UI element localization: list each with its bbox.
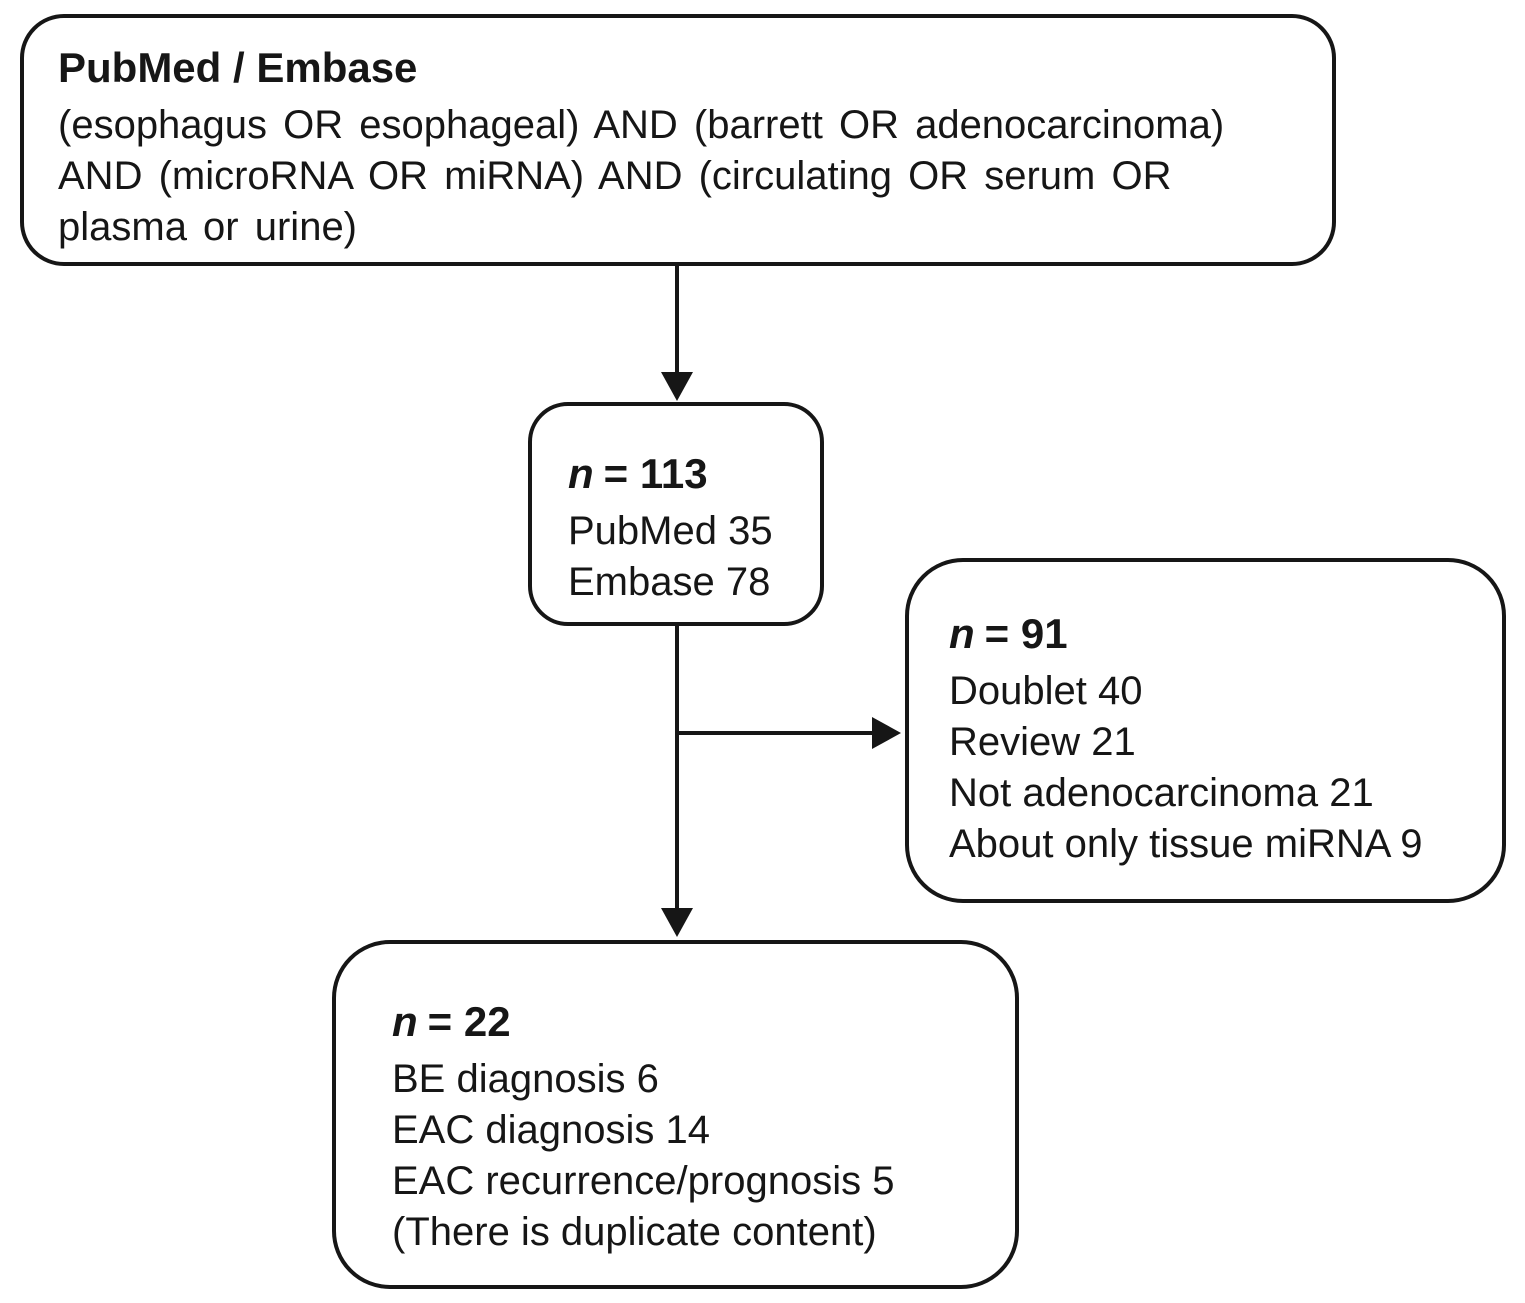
included-line-eac-recurrence: EAC recurrence/prognosis 5	[392, 1159, 895, 1203]
arrowhead-down-identified-icon	[661, 372, 693, 401]
excluded-line-tissue-mirna: About only tissue miRNA 9	[949, 822, 1423, 866]
records-excluded-count: n= 91	[949, 608, 1502, 660]
search-query-line-1: (esophagus OR esophageal) AND (barrett O…	[58, 103, 1225, 147]
excluded-line-doublet: Doublet 40	[949, 669, 1143, 713]
records-included-box: n= 22 BE diagnosis 6 EAC diagnosis 14 EA…	[332, 940, 1019, 1289]
arrowhead-right-excluded-icon	[872, 717, 901, 749]
n-symbol: n	[949, 610, 975, 657]
n-value: = 113	[603, 450, 708, 497]
included-line-be-diagnosis: BE diagnosis 6	[392, 1057, 659, 1101]
n-symbol: n	[568, 450, 594, 497]
connector-source-to-identified-line	[675, 266, 679, 374]
identified-line-pubmed: PubMed 35	[568, 509, 773, 553]
arrowhead-down-included-icon	[661, 908, 693, 937]
connector-branch-to-excluded-line	[679, 731, 874, 735]
search-source-box: PubMed / Embase (esophagus OR esophageal…	[20, 14, 1336, 266]
n-value: = 22	[427, 998, 511, 1045]
n-symbol: n	[392, 998, 418, 1045]
search-query-line-3: plasma or urine)	[58, 205, 358, 249]
records-excluded-box: n= 91 Doublet 40 Review 21 Not adenocarc…	[905, 558, 1506, 903]
included-line-duplicate-note: (There is duplicate content)	[392, 1210, 877, 1254]
n-value: = 91	[984, 610, 1068, 657]
records-identified-count: n= 113	[568, 448, 820, 500]
search-source-title: PubMed / Embase	[58, 44, 418, 91]
excluded-line-review: Review 21	[949, 720, 1136, 764]
records-identified-box: n= 113 PubMed 35 Embase 78	[528, 402, 824, 626]
search-query-line-2: AND (microRNA OR miRNA) AND (circulating…	[58, 154, 1172, 198]
excluded-line-not-adenocarcinoma: Not adenocarcinoma 21	[949, 771, 1374, 815]
included-line-eac-diagnosis: EAC diagnosis 14	[392, 1108, 710, 1152]
records-included-count: n= 22	[392, 996, 1015, 1048]
connector-identified-to-included-line	[675, 626, 679, 910]
identified-line-embase: Embase 78	[568, 560, 771, 604]
